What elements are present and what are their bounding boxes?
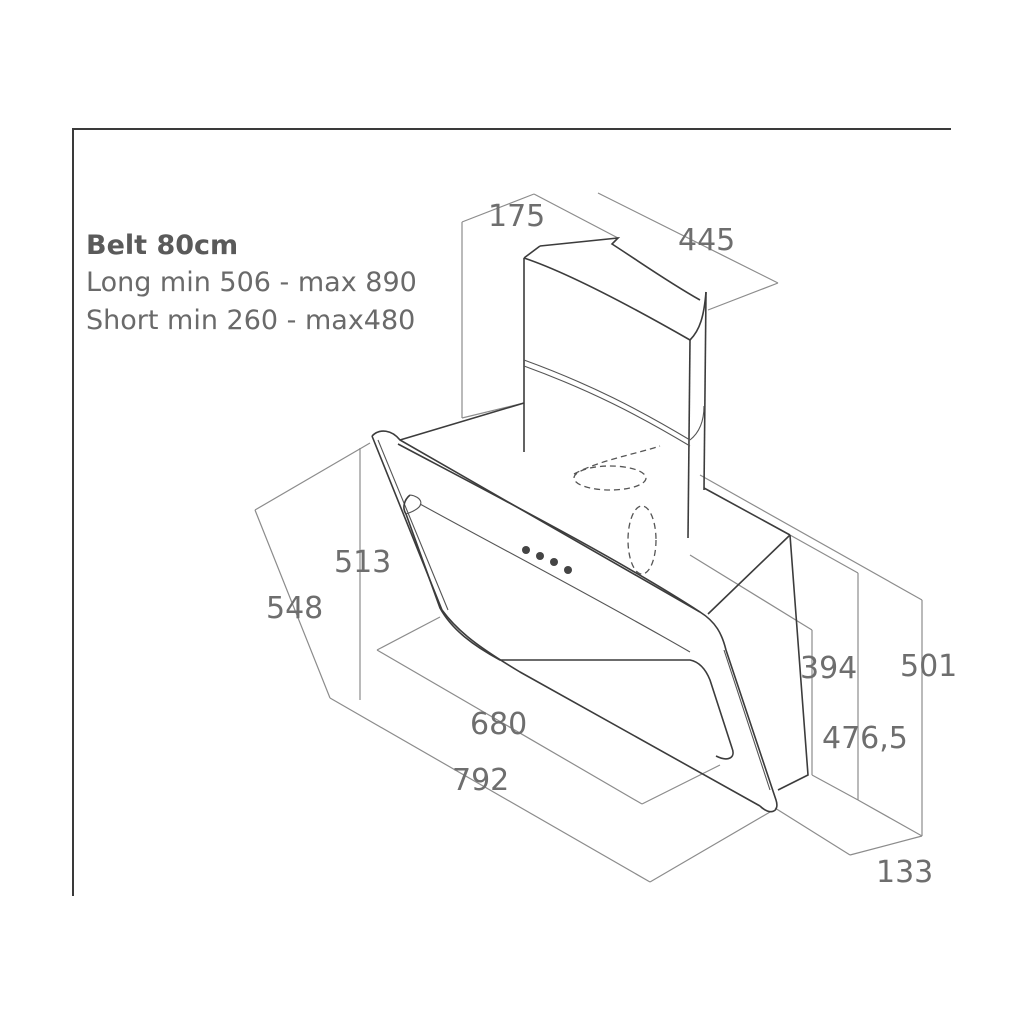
- dim-133: 133: [876, 855, 933, 890]
- dim-792: 792: [452, 763, 509, 798]
- dim-680: 680: [470, 707, 527, 742]
- dim-445: 445: [678, 223, 735, 258]
- dim-394: 394: [800, 651, 857, 686]
- model-title: Belt 80cm: [86, 230, 239, 261]
- dim-476-5: 476,5: [822, 721, 908, 756]
- frame-top-border: [72, 128, 951, 130]
- dim-175: 175: [488, 199, 545, 234]
- dim-501: 501: [900, 649, 957, 684]
- dimension-labels: 175 445 513 548 394 501 476,5 680 792 13…: [266, 199, 957, 890]
- dim-513: 513: [334, 545, 391, 580]
- short-chimney-range: Short min 260 - max480: [86, 305, 416, 336]
- frame-left-border: [72, 128, 74, 896]
- long-chimney-range: Long min 506 - max 890: [86, 267, 417, 298]
- dimension-lines: [254, 192, 923, 883]
- hood-outline: [371, 236, 809, 813]
- dim-548: 548: [266, 591, 323, 626]
